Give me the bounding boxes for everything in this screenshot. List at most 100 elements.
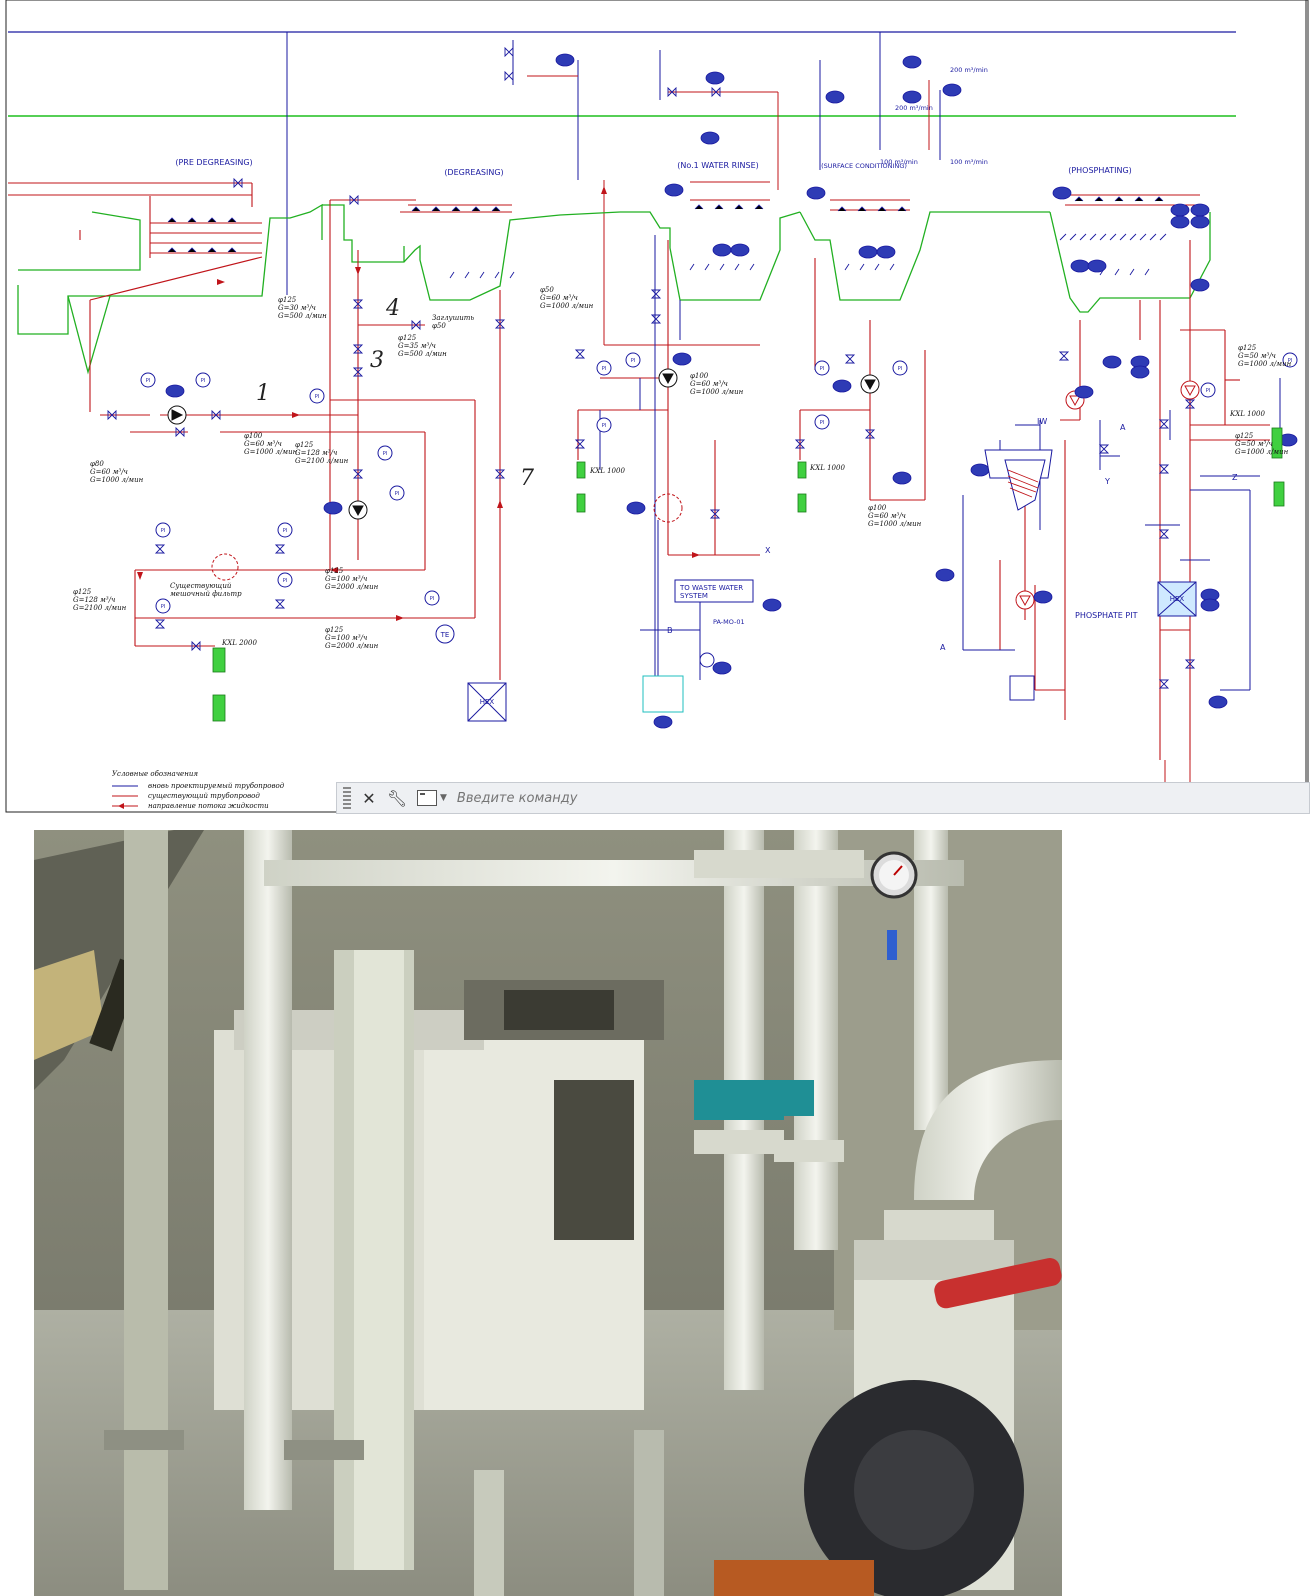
chevron-down-icon[interactable]: ▼ (440, 793, 447, 803)
spray-nozzles (167, 196, 1164, 253)
svg-text:PI: PI (201, 378, 206, 384)
flow-note-line: Существующий (170, 582, 232, 590)
section-phosphating: (PHOSPHATING) (1068, 166, 1132, 175)
svg-text:PI: PI (146, 378, 151, 384)
z-label: Z (1232, 473, 1238, 482)
step-1: 1 (256, 381, 270, 406)
flow-note-line: G=50 м³/ч (1235, 440, 1273, 448)
flow-note-line: G=2100 л/мин (73, 604, 127, 612)
flow-top-label-2: 200 m³/min (895, 104, 933, 112)
kxl-1000-label-2: KXL 1000 (809, 464, 845, 472)
a-label-1: A (1120, 423, 1126, 432)
svg-text:PI: PI (820, 420, 825, 426)
section-surface-conditioning: (SURFACE CONDITIONING) (821, 162, 907, 170)
flow-note-line: G=1000 л/мин (1238, 360, 1292, 368)
flow-note-line: G=60 м³/ч (90, 468, 128, 476)
command-input[interactable] (454, 789, 1059, 807)
svg-text:PI: PI (898, 366, 903, 372)
kxl-1000-label-3: KXL 1000 (1229, 410, 1265, 418)
legend-item-flow: направление потока жидкости (148, 802, 269, 810)
waste-label-2: SYSTEM (680, 592, 708, 600)
flow-note-line: φ50 (540, 286, 554, 294)
x-label: X (765, 546, 771, 555)
svg-text:PI: PI (383, 451, 388, 457)
legend-item-new: вновь проектируемый трубопровод (148, 782, 285, 790)
wrench-icon[interactable]: 🔧︎ (386, 788, 408, 808)
b-label: B (667, 626, 673, 635)
heat-exchangers (467, 581, 1197, 722)
svg-text:PI: PI (161, 528, 166, 534)
tank-internals (449, 233, 1167, 279)
flow-note-line: φ125 (278, 296, 297, 304)
flow-mid-label-2: 100 m³/min (950, 158, 988, 166)
flow-note-line: G=100 м³/ч (325, 575, 367, 583)
svg-text:PI: PI (283, 578, 288, 584)
kxl-2000-label: KXL 2000 (221, 639, 257, 647)
flow-note-line: φ125 (325, 626, 344, 634)
section-degreasing: (DEGREASING) (444, 168, 503, 177)
legend-title: Условные обозначения (112, 770, 198, 778)
flow-note-line: G=2000 л/мин (325, 642, 379, 650)
svg-text:PI: PI (602, 423, 607, 429)
flow-note-line: G=100 м³/ч (325, 634, 367, 642)
iw-label: IW (1037, 417, 1047, 426)
hex-label: HEX (480, 698, 495, 706)
svg-text:PI: PI (1206, 388, 1211, 394)
flow-note-line: φ125 (398, 334, 417, 342)
flow-note-line: G=128 м³/ч (295, 449, 337, 457)
flow-note-line: G=1000 л/мин (90, 476, 144, 484)
instrument-tags (165, 53, 1298, 729)
flow-note-line: φ100 (868, 504, 887, 512)
flow-note-line: G=1000 л/мин (1235, 448, 1289, 456)
photo-illustration (34, 830, 1062, 1596)
pump-room-photo (34, 830, 1062, 1596)
a-label-2: A (940, 643, 946, 652)
kxl-1000-label-1: KXL 1000 (589, 467, 625, 475)
command-prompt-icon[interactable] (417, 790, 437, 806)
bag-filters (212, 427, 1285, 722)
command-line-bar[interactable]: ✕ 🔧︎ ▼ (336, 782, 1310, 814)
svg-text:PI: PI (602, 366, 607, 372)
pa-label: PA-MO-01 (713, 618, 745, 626)
valves (107, 46, 1196, 689)
flow-note-line: φ125 (1235, 432, 1254, 440)
flow-mid-label: 100 m³/min (880, 158, 918, 166)
flow-arrows (137, 186, 700, 621)
svg-text:PI: PI (430, 596, 435, 602)
flow-note-line: φ100 (244, 432, 263, 440)
close-icon[interactable]: ✕ (362, 788, 376, 808)
drag-grip-icon[interactable] (343, 787, 351, 809)
legend-item-existing: существующий трубопровод (148, 792, 260, 800)
svg-text:PI: PI (161, 604, 166, 610)
legend: Условные обозначения вновь проектируемый… (112, 770, 285, 810)
existing-filters (211, 493, 683, 581)
flow-note-line: G=1000 л/мин (540, 302, 594, 310)
flow-note-line: G=1000 л/мин (244, 448, 298, 456)
flow-note-line: G=2000 л/мин (325, 583, 379, 591)
flow-note-line: φ125 (295, 441, 314, 449)
flow-note-line: G=35 м³/ч (398, 342, 436, 350)
flow-note-line: φ125 (325, 567, 344, 575)
waste-water-box (674, 579, 754, 603)
waste-label-1: TO WASTE WATER (679, 584, 743, 592)
flow-note-line: Заглушить (432, 314, 474, 322)
flow-note-line: φ50 (432, 322, 446, 330)
svg-text:PI: PI (283, 528, 288, 534)
flow-note-line: G=1000 л/мин (690, 388, 744, 396)
process-tanks (17, 203, 1211, 375)
pressure-gauges (140, 352, 1298, 614)
svg-text:PI: PI (395, 491, 400, 497)
